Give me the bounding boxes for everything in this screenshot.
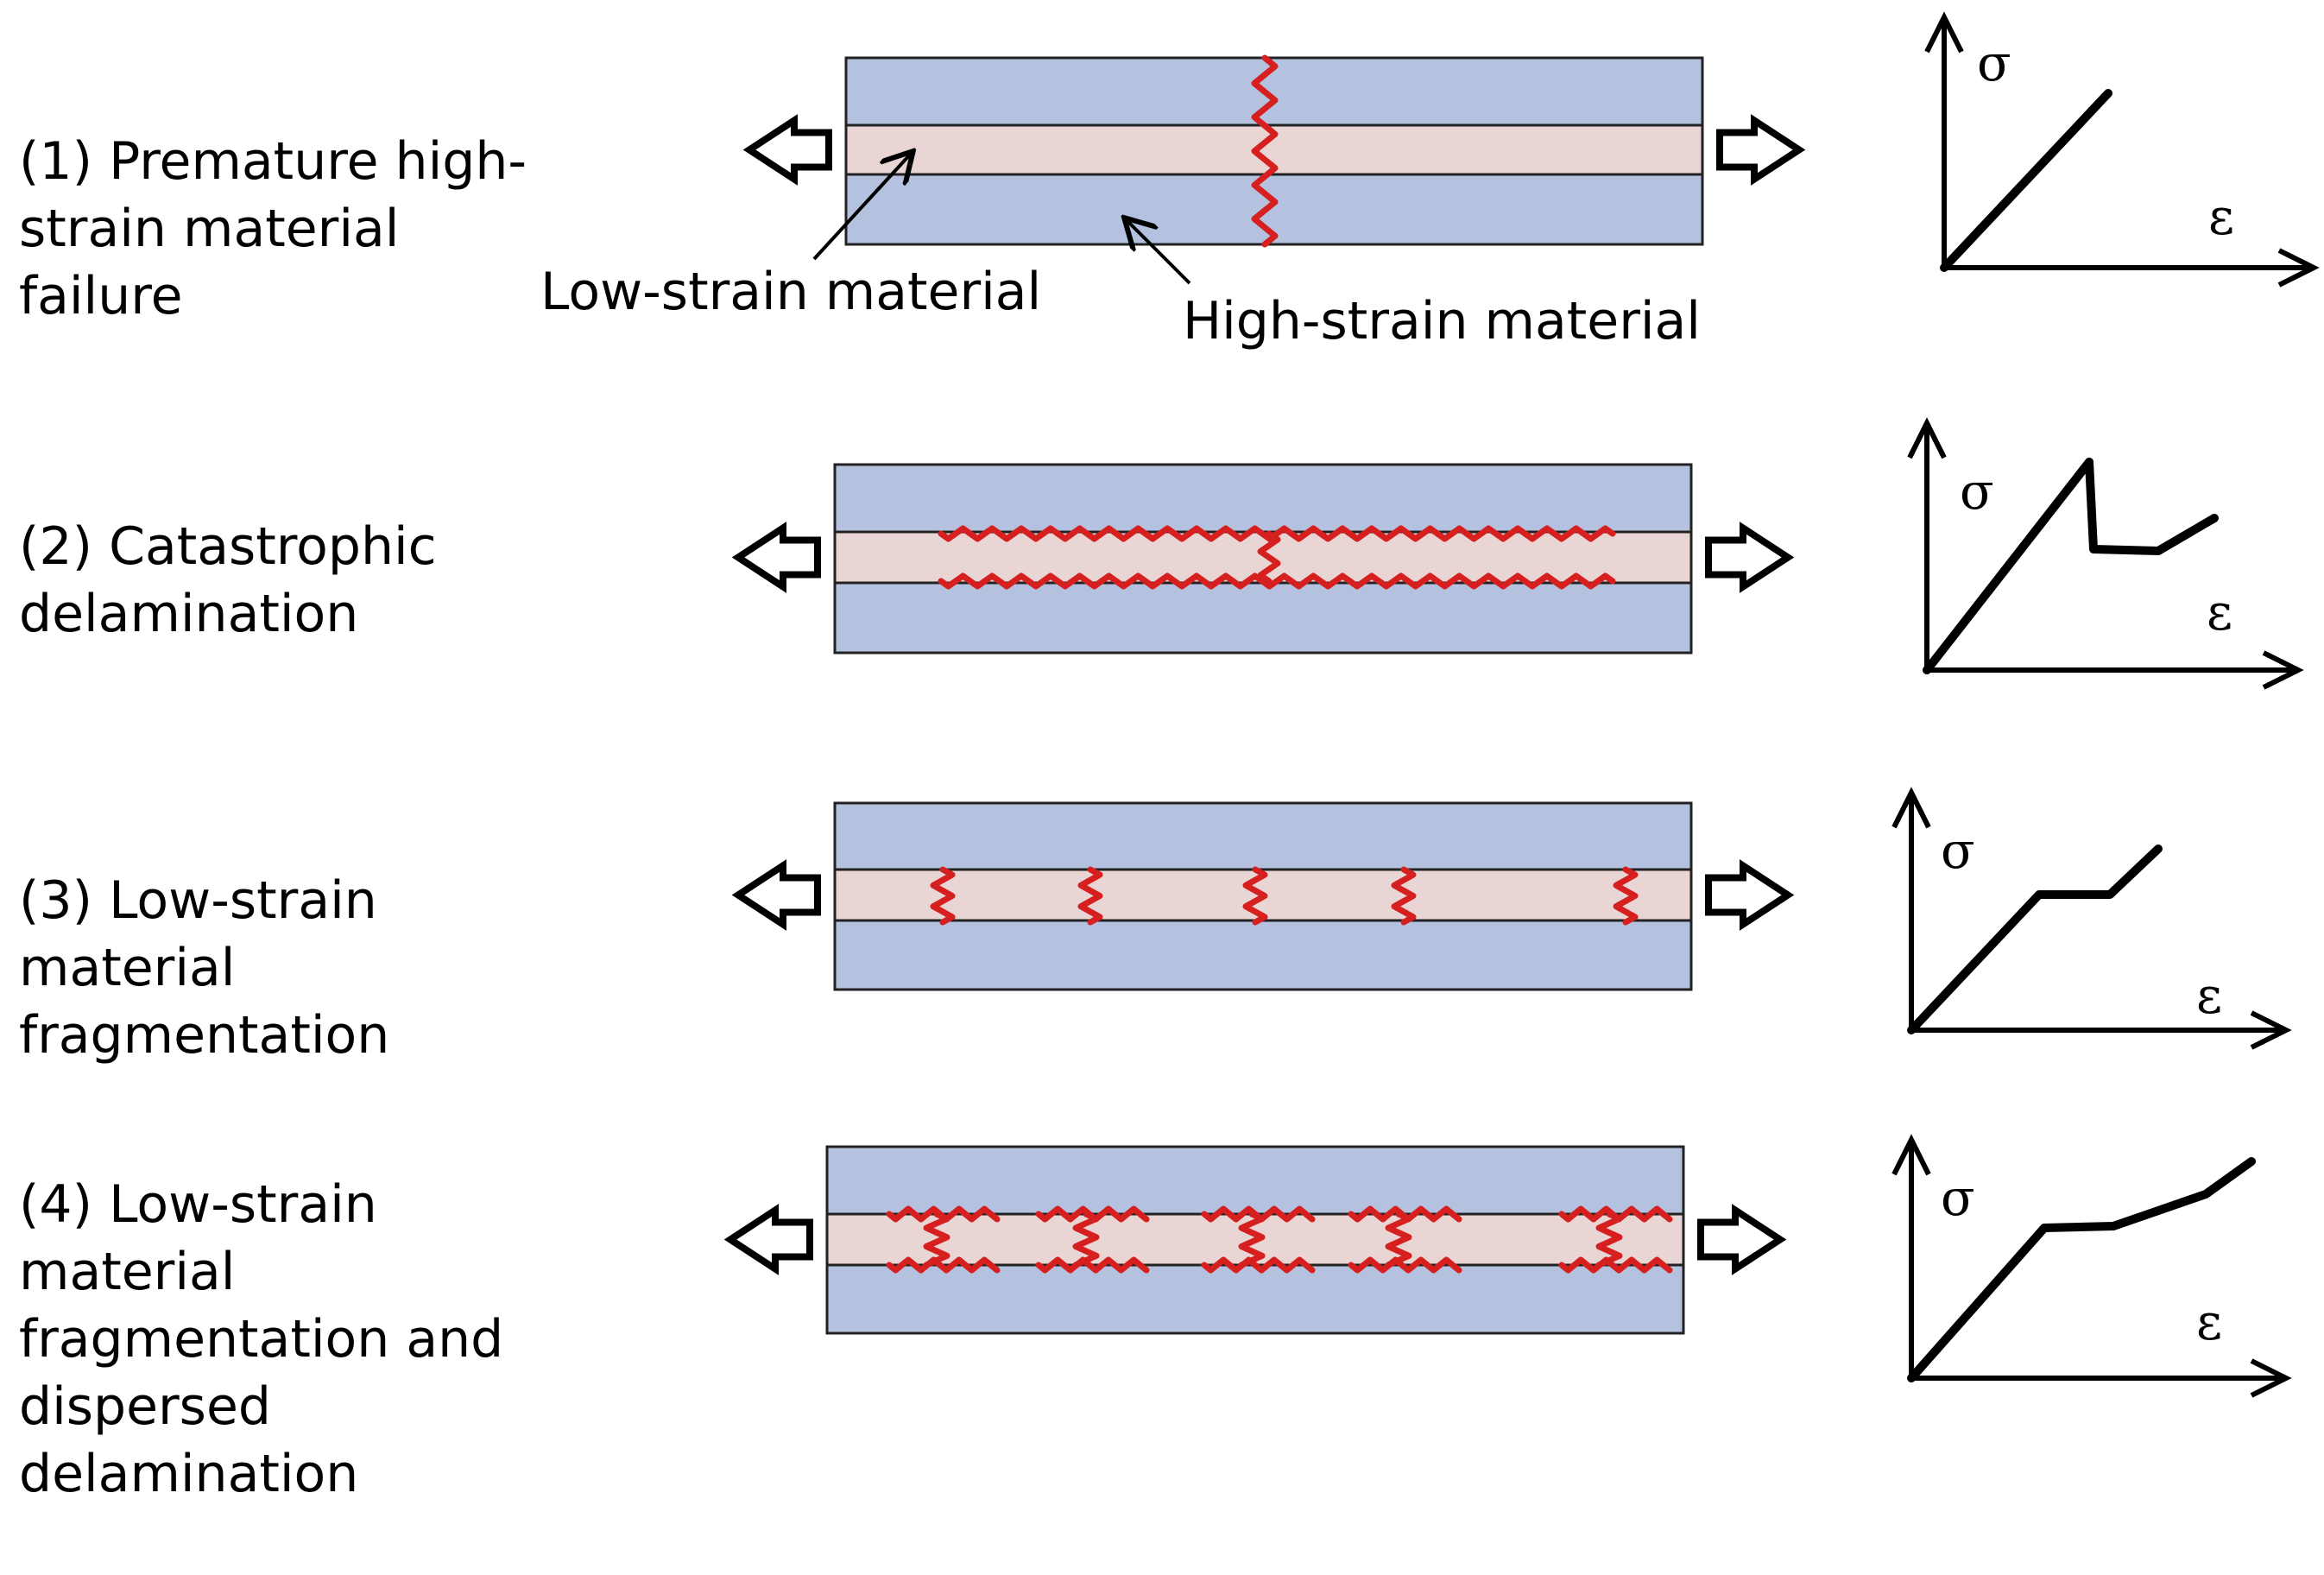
local-delamination-top-2 [1035,1205,1150,1223]
local-delamination-top-1 [886,1205,1001,1223]
high-strain-annotation: High-strain material [1183,291,1701,351]
fragment-crack-2 [1077,866,1103,926]
sigma-symbol-3: σ [1941,821,1975,880]
stress-axis-arrowhead-2 [1907,417,1947,459]
mode-1-label-text: (1) Premature high- strain material fail… [19,131,527,326]
stress-strain-curve-1 [1940,89,2112,272]
strain-axis-arrowhead-3 [2250,1010,2292,1050]
stress-axis-arrowhead-1 [1924,11,1964,54]
right-arrow-icon [1705,522,1795,593]
mode-1-label: (1) Premature high- strain material fail… [19,60,527,397]
local-delamination-top-3 [1201,1205,1316,1223]
mode-3-label: (3) Low-strain material fragmentation [19,800,389,1136]
stress-strain-curve-3 [1907,844,2163,1034]
stress-strain-curve-4 [1907,1157,2256,1382]
failure-modes-diagram [723,11,2320,1398]
sigma-symbol-2: σ [1960,462,1994,521]
epsilon-symbol-3: ε [2196,966,2223,1025]
fragment-crack-d3 [1238,1211,1266,1268]
strain-axis-arrowhead-2 [2262,650,2304,690]
low-strain-pointer [812,154,911,261]
fragment-crack-d4 [1385,1211,1412,1268]
left-arrow-icon [742,114,832,186]
fragment-crack-d1 [923,1211,950,1268]
sigma-symbol-4: σ [1941,1168,1975,1227]
stress-axis-arrowhead-3 [1891,787,1931,829]
fragment-crack-5 [1613,866,1639,926]
mode-2-label-text: (2) Catastrophic delamination [19,516,437,644]
stress-axis-arrowhead-4 [1891,1134,1931,1176]
right-arrow-icon [1705,859,1795,931]
local-delamination-top-4 [1348,1205,1462,1223]
fragment-crack-d5 [1595,1211,1623,1268]
right-arrow-icon [1716,114,1806,186]
fragment-crack-4 [1391,866,1417,926]
stress-strain-curve-2 [1923,458,2219,674]
epsilon-symbol-1: ε [2208,187,2235,246]
epsilon-symbol-4: ε [2196,1293,2223,1351]
mode-3-label-text: (3) Low-strain material fragmentation [19,870,390,1066]
right-arrow-icon [1697,1204,1787,1275]
fragment-crack-1 [930,866,956,926]
delamination-crack-bottom [938,572,1616,590]
through-crack [1251,54,1279,248]
high-strain-pointer [1127,220,1191,285]
low-strain-annotation: Low-strain material [540,262,1042,322]
left-arrow-icon [731,522,821,593]
local-delamination-bottom-1 [886,1256,1001,1274]
local-delamination-top-5 [1558,1205,1673,1223]
epsilon-symbol-2: ε [2207,583,2233,642]
strain-axis-arrowhead-4 [2250,1358,2292,1398]
local-delamination-bottom-2 [1035,1256,1150,1274]
local-delamination-bottom-5 [1558,1256,1673,1274]
delamination-crack-top [938,525,1616,542]
left-arrow-icon [723,1204,813,1275]
mode-2-label: (2) Catastrophic delamination [19,446,437,715]
fragment-crack-3 [1242,866,1268,926]
strain-axis-arrowhead-1 [2277,248,2320,288]
left-arrow-icon [731,859,821,931]
fragment-crack-d2 [1072,1211,1100,1268]
sigma-symbol-1: σ [1977,34,2011,92]
local-delamination-bottom-3 [1201,1256,1316,1274]
local-delamination-bottom-4 [1348,1256,1462,1274]
delamination-link-crack [1257,530,1281,585]
